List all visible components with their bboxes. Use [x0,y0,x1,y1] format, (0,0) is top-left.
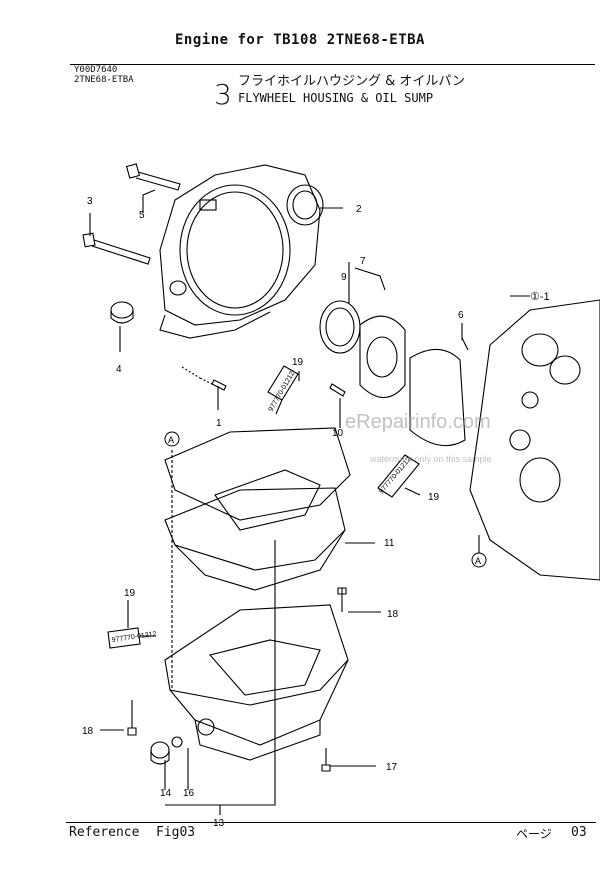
oil-pan-lower [164,604,349,706]
drain-plug [150,741,170,759]
page-header-title: Engine for TB108 2TNE68-ETBA [174,32,425,48]
gasket-6 [409,348,466,447]
footer-page-number: 03 [571,825,587,840]
callout-13: 13 [213,818,225,829]
oil-pan-gasket [164,427,351,521]
ref-a-top: A [168,435,174,445]
doc-code: Y00D7640 [74,65,118,75]
section-title-en: FLYWHEEL HOUSING & OIL SUMP [238,91,434,105]
header-rule [70,64,595,65]
drain-washer [171,736,183,748]
callout-16: 16 [183,788,195,799]
footer-rule [66,822,596,823]
callout-2: 2 [356,204,362,215]
engine-block [469,299,600,581]
footer-reference: Reference [69,825,140,840]
callout-19c: 19 [124,588,136,599]
bolt-3 [82,232,151,265]
sealant-tube-2 [377,454,420,498]
callout-6: 6 [458,310,464,321]
callout-19a: 19 [292,357,304,368]
watermark-sub: watermark only on this sample [369,454,492,464]
oil-pan-upper [164,487,346,571]
callout-1-1: ①-1 [530,291,550,303]
watermark-main: eRepairinfo.com [345,411,491,433]
housing-bore [179,184,291,316]
section-title-jp: フライホイルハウジング & オイルパン [238,74,466,89]
callout-5: 5 [139,210,145,221]
callout-18a: 18 [387,609,399,620]
callout-17: 17 [386,762,398,773]
footer-fig: Fig03 [156,825,196,840]
callout-7: 7 [360,256,366,267]
callout-19b: 19 [428,492,440,503]
callout-10: 10 [332,428,344,439]
callout-3: 3 [87,196,93,207]
callout-1: 1 [216,418,222,429]
footer-page-label: ページ [516,827,552,841]
bolt-5 [125,163,181,191]
callout-18b: 18 [82,726,94,737]
plug-4 [110,301,134,324]
dowel-pin [211,379,227,391]
model-code: 2TNE68-ETBA [74,75,134,85]
sealant-tube-1 [267,365,299,415]
callout-14: 14 [160,788,172,799]
ref-a-right: A [475,556,481,566]
seal-retainer [359,315,406,399]
section-number: 3 [214,78,232,111]
callout-11: 11 [384,538,395,549]
callout-4: 4 [116,364,122,375]
sealant-tube-3 [107,627,156,649]
tube-label-3: 977770-01212 [111,631,157,644]
flywheel-housing [159,164,321,326]
callout-9: 9 [341,272,347,283]
tube-label-1: 977770-01212 [268,370,297,413]
